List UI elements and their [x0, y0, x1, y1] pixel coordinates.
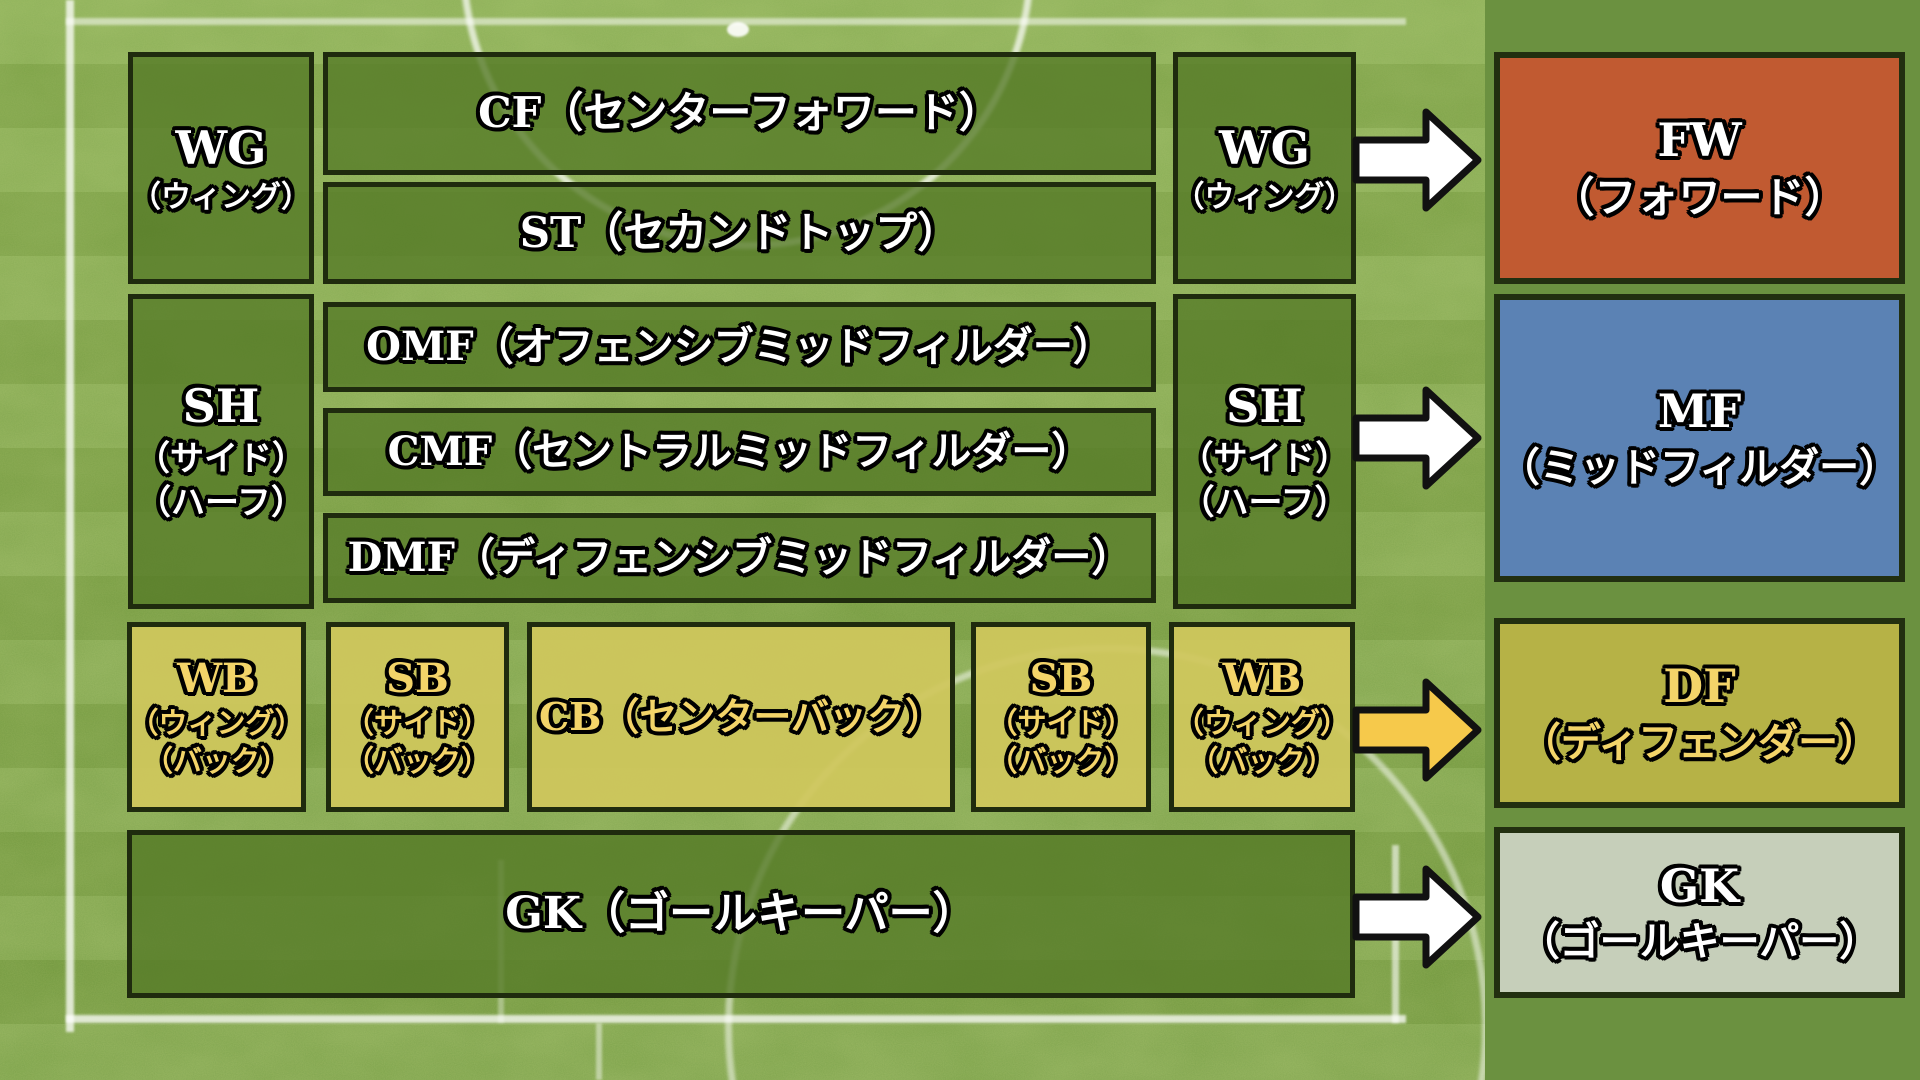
- position-box-cb: CB（センターバック）: [527, 622, 955, 812]
- legend-box-fw: FW （フォワード）: [1494, 52, 1905, 284]
- legend-box-gk: GK （ゴールキーパー）: [1494, 827, 1905, 998]
- position-label: DMF（ディフェンシブミッドフィルダー）: [347, 534, 1132, 581]
- position-box-cmf: CMF（セントラルミッドフィルダー）: [323, 408, 1156, 496]
- pitch-center-spot: [727, 22, 749, 37]
- mf-arrow-icon: [1352, 386, 1482, 490]
- position-label: CMF（セントラルミッドフィルダー）: [387, 428, 1092, 475]
- position-abbr: WB: [1222, 655, 1302, 703]
- legend-box-df: DF （ディフェンダー）: [1494, 618, 1905, 808]
- position-sub: （ハーフ）: [137, 483, 305, 524]
- legend-abbr: FW: [1657, 112, 1742, 167]
- position-sub: （バック）: [344, 744, 490, 778]
- pitch-line-touchline: [66, 0, 74, 1032]
- position-sub: （ウィング）: [131, 180, 311, 216]
- position-label: OMF（オフェンシブミッドフィルダー）: [366, 323, 1113, 370]
- position-box-sh-left: SH （サイド） （ハーフ）: [128, 294, 314, 609]
- position-sub: （サイド）: [988, 706, 1134, 741]
- position-abbr: SH: [1226, 379, 1303, 434]
- position-label: CF（センターフォワード）: [478, 88, 1001, 138]
- position-box-st: ST（セカンドトップ）: [323, 182, 1156, 284]
- position-sub: （ウィング）: [1174, 180, 1355, 216]
- position-sub: （ウィング）: [129, 706, 304, 741]
- legend-name: （ゴールキーパー）: [1519, 918, 1880, 966]
- position-sub: （ハーフ）: [1180, 483, 1349, 524]
- fw-arrow-icon: [1352, 108, 1482, 212]
- legend-name: （フォワード）: [1552, 172, 1847, 222]
- position-abbr: WG: [1219, 120, 1310, 175]
- legend-name: （ミッドフィルダー）: [1499, 443, 1900, 491]
- legend-abbr: DF: [1663, 659, 1736, 714]
- position-box-dmf: DMF（ディフェンシブミッドフィルダー）: [323, 513, 1156, 603]
- position-sub: （サイド）: [136, 439, 306, 480]
- gk-arrow-shape: [1352, 865, 1482, 969]
- mf-arrow-shape: [1352, 386, 1482, 490]
- position-sub: （バック）: [988, 744, 1134, 778]
- position-label: GK（ゴールキーパー）: [505, 888, 977, 940]
- position-label: CB（センターバック）: [539, 694, 943, 740]
- position-sub: （バック）: [1189, 744, 1335, 778]
- position-sub: （ウィング）: [1174, 706, 1349, 741]
- position-box-sb-left: SB （サイド） （バック）: [326, 622, 509, 812]
- position-box-cf: CF（センターフォワード）: [323, 52, 1156, 175]
- position-abbr: SH: [182, 379, 260, 434]
- gk-arrow-icon: [1352, 865, 1482, 969]
- legend-abbr: MF: [1657, 384, 1742, 439]
- position-sub: （バック）: [143, 744, 289, 778]
- position-abbr: WG: [175, 120, 267, 175]
- position-abbr: WB: [177, 655, 256, 703]
- legend-name: （ディフェンダー）: [1520, 718, 1879, 766]
- position-sub: （サイド）: [1179, 439, 1350, 480]
- position-abbr: SB: [1029, 655, 1093, 703]
- legend-abbr: GK: [1659, 858, 1740, 913]
- position-label: ST（セカンドトップ）: [519, 207, 960, 257]
- position-abbr: SB: [386, 655, 449, 703]
- position-box-wg-right: WG （ウィング）: [1173, 52, 1356, 284]
- position-box-wb-right: WB （ウィング） （バック）: [1169, 622, 1355, 812]
- pitch-line-goal-area-lower: [596, 1023, 602, 1080]
- df-arrow-icon: [1352, 678, 1482, 782]
- fw-arrow-shape: [1352, 108, 1482, 212]
- position-box-sb-right: SB （サイド） （バック）: [971, 622, 1151, 812]
- position-box-wg-left: WG （ウィング）: [128, 52, 314, 284]
- position-box-omf: OMF（オフェンシブミッドフィルダー）: [323, 302, 1156, 392]
- position-sub: （サイド）: [344, 706, 490, 741]
- position-box-wb-left: WB （ウィング） （バック）: [127, 622, 306, 812]
- position-box-sh-right: SH （サイド） （ハーフ）: [1173, 294, 1356, 609]
- df-arrow-shape: [1352, 678, 1482, 782]
- position-box-gk: GK（ゴールキーパー）: [127, 830, 1355, 998]
- legend-box-mf: MF （ミッドフィルダー）: [1494, 294, 1905, 582]
